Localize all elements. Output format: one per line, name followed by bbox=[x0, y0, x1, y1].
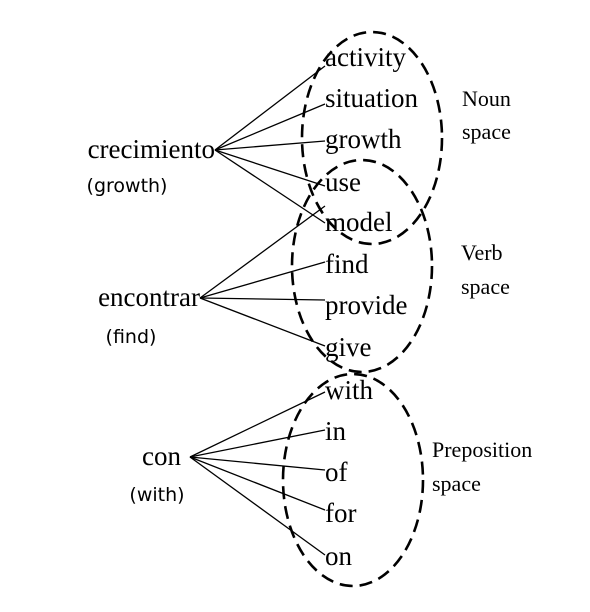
edge-con-with bbox=[189, 391, 326, 458]
preposition-space-label-line2: space bbox=[432, 471, 481, 496]
verb-space-ellipse bbox=[290, 158, 434, 374]
edge-con-of bbox=[189, 456, 326, 471]
edge-encontrar-find bbox=[199, 261, 326, 299]
target-word-find: find bbox=[325, 249, 369, 279]
source-gloss-growth: (growth) bbox=[87, 175, 168, 197]
preposition-space-ellipse bbox=[281, 372, 425, 588]
edge-encontrar-provide bbox=[199, 297, 326, 301]
target-word-for: for bbox=[325, 498, 356, 528]
edges bbox=[189, 65, 326, 556]
target-word-model: model bbox=[325, 207, 393, 237]
source-gloss-find: (find) bbox=[106, 326, 157, 348]
edge-con-in bbox=[189, 429, 326, 458]
edge-con-for bbox=[189, 456, 326, 511]
edge-encontrar-give bbox=[199, 297, 326, 347]
source-word-con: con bbox=[142, 441, 181, 471]
target-word-use: use bbox=[325, 167, 361, 197]
target-word-activity: activity bbox=[325, 42, 406, 72]
target-word-with: with bbox=[325, 375, 374, 405]
target-word-provide: provide bbox=[325, 290, 407, 320]
noun-space-ellipse bbox=[300, 30, 444, 246]
target-word-of: of bbox=[325, 457, 348, 487]
edge-encontrar-model bbox=[199, 205, 326, 299]
edge-crecimiento-activity bbox=[214, 65, 326, 151]
target-word-growth: growth bbox=[325, 124, 402, 154]
verb-space-label-line2: space bbox=[461, 274, 510, 299]
target-word-give: give bbox=[325, 332, 372, 362]
target-word-on: on bbox=[325, 541, 353, 571]
source-gloss-with: (with) bbox=[129, 484, 184, 506]
source-word-encontrar: encontrar bbox=[98, 282, 200, 312]
noun-space-label-line2: space bbox=[462, 119, 511, 144]
preposition-space-label-line1: Preposition bbox=[432, 437, 532, 462]
target-word-in: in bbox=[325, 416, 347, 446]
noun-space-label-line1: Noun bbox=[462, 86, 511, 111]
target-word-situation: situation bbox=[325, 83, 418, 113]
source-word-crecimiento: crecimiento bbox=[88, 134, 215, 164]
edge-crecimiento-growth bbox=[214, 140, 326, 151]
verb-space-label-line1: Verb bbox=[461, 240, 503, 265]
edge-con-on bbox=[189, 456, 326, 556]
edge-crecimiento-model bbox=[214, 149, 326, 224]
edge-crecimiento-situation bbox=[214, 103, 326, 151]
edge-crecimiento-use bbox=[214, 149, 326, 187]
